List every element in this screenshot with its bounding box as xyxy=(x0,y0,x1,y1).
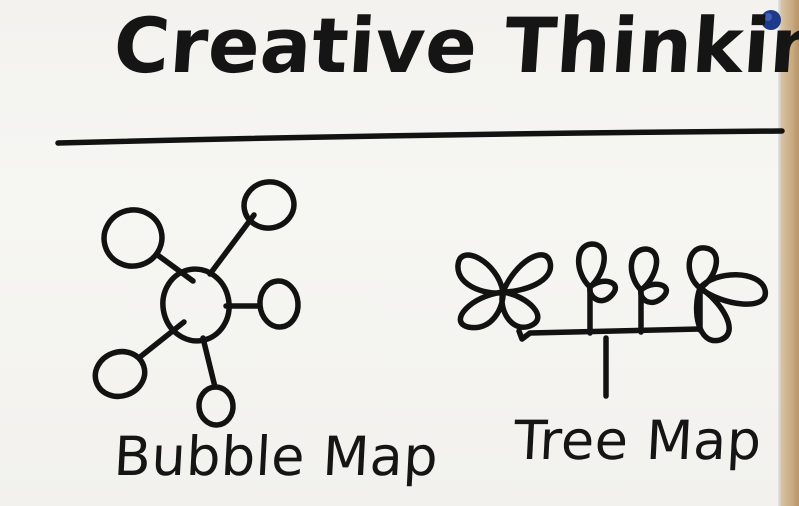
bubble-map-center-node xyxy=(160,266,232,344)
tree-map-label: Tree Map xyxy=(512,409,764,472)
title-underline xyxy=(55,128,785,146)
push-pin-icon xyxy=(761,10,781,30)
bubble-map-link xyxy=(207,212,257,277)
bubble-map-outer-node xyxy=(92,348,148,400)
bubble-map-diagram xyxy=(92,179,301,428)
paper-edge xyxy=(778,0,781,506)
bubble-map-link xyxy=(200,335,218,390)
tree-map-branch-loops xyxy=(575,241,619,304)
bubble-map-label: Bubble Map xyxy=(112,425,440,488)
bubble-map-link xyxy=(156,253,196,284)
bubble-map-outer-node xyxy=(196,384,236,428)
corkboard-edge xyxy=(781,0,799,506)
bubble-map-outer-node xyxy=(241,179,297,231)
bubble-map-outer-node xyxy=(101,207,165,269)
tree-map-branch-loops xyxy=(455,252,554,331)
bubble-map-link xyxy=(137,319,187,360)
tree-map-branch-loops xyxy=(628,246,670,305)
bubble-map-outer-node xyxy=(257,278,301,330)
tree-map-crossbar xyxy=(516,326,703,342)
tree-map-branch-loops xyxy=(686,245,768,344)
tree-map-diagram xyxy=(455,241,768,399)
